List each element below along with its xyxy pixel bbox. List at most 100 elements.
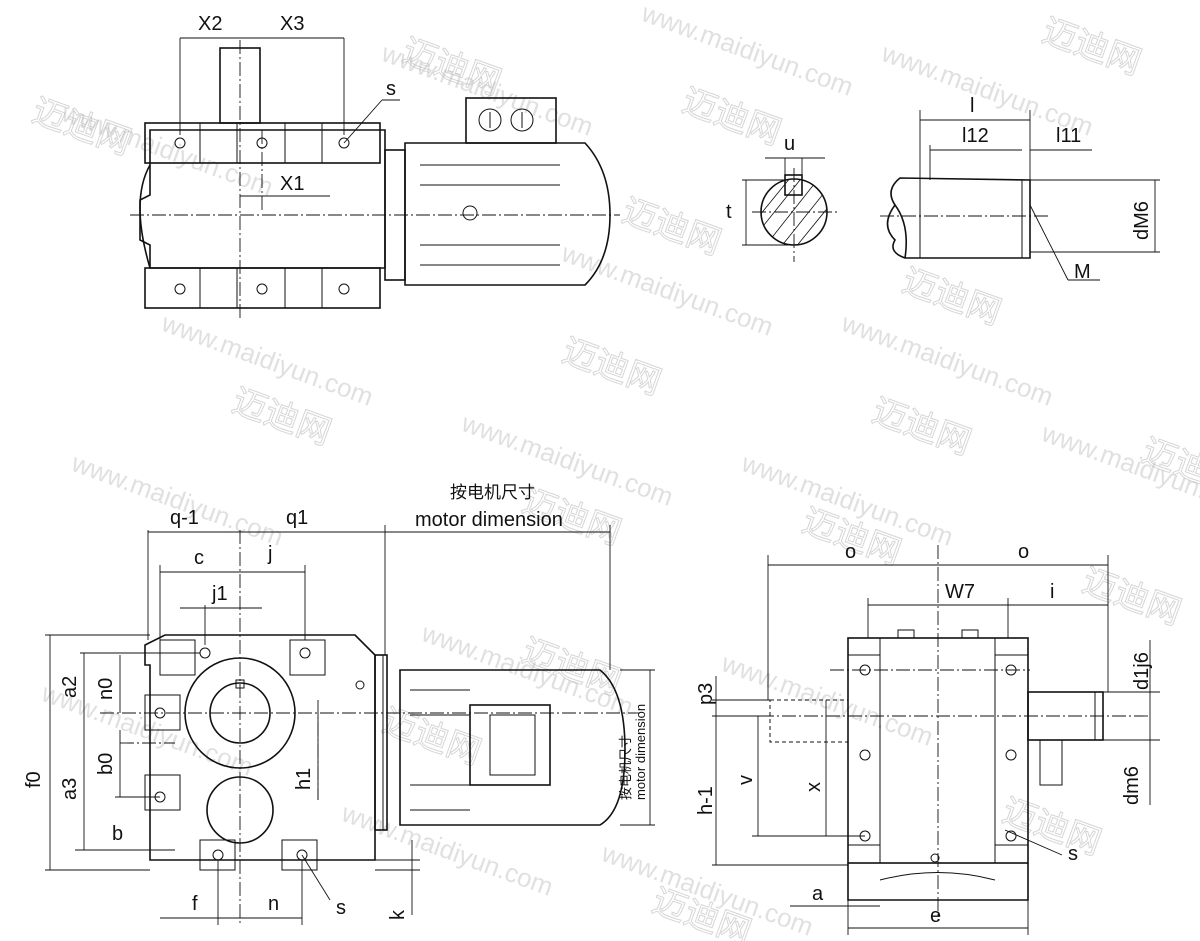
watermark: www.maidiyun.com www.maidiyun.com www.ma… [26,0,1200,941]
label-l: l [970,95,974,117]
motor-adapter [374,654,388,831]
leader-line [1029,204,1069,281]
top-flange [144,122,381,164]
label-dM6: dM6 [1131,201,1153,240]
label-h1: h1 [293,768,315,790]
gearbox-housing [139,129,386,269]
bolt-hole [212,849,224,861]
top-right-view: u t l l12 l11 dM6 M [726,95,1160,283]
foot-boss [281,839,318,871]
leader-line [301,854,331,901]
label-j: j [267,543,272,565]
label-a2: a2 [59,676,81,698]
motor-note-cn-vertical: 按电机尺寸 [618,735,633,800]
watermark-text: www.maidiyun.com [557,237,777,342]
flange-boss [199,122,238,164]
bottom-left-view: 按电机尺寸 motor dimension 按电机尺寸 motor dimens… [23,483,655,925]
flange-boss [284,122,323,164]
watermark-cn: 迈迪网 [557,331,667,403]
label-q1: q1 [286,507,308,529]
terminal-box [465,97,557,144]
top-left-view: X2 X3 X1 s [130,13,620,320]
watermark-text: www.maidiyun.com [637,0,857,102]
bolt-hole [859,749,871,761]
watermark-cn: 迈迪网 [867,391,977,463]
label-h-1: h-1 [695,786,717,815]
housing-lug [961,629,979,639]
bolt-hole [256,283,268,295]
label-l12: l12 [962,125,989,147]
flange-boss [199,267,238,309]
label-s-bottom-right: s [1068,843,1078,865]
bolt-hole [338,283,350,295]
terminal-cover [489,714,536,776]
housing-curve [139,164,151,269]
label-v: v [735,775,757,785]
watermark-cn: 迈迪网 [1077,561,1187,633]
bolt-hole [174,137,186,149]
terminal-icon [478,108,502,132]
hatch [761,179,801,231]
hatch [779,187,827,245]
flange-boss [284,267,323,309]
label-j1: j1 [211,583,228,605]
label-s-top: s [386,78,396,100]
watermark-text: www.maidiyun.com [337,797,557,902]
label-s-bottom-left: s [336,897,346,919]
foot-boss [199,839,236,871]
label-c: c [194,547,204,569]
leader-line [343,99,383,144]
housing-lug [897,629,915,639]
bottom-right-view: o o W7 i p3 h-1 v x d1j6 dm6 s a e [695,541,1160,935]
watermark-text: www.maidiyun.com [67,447,287,552]
label-x: x [803,782,825,792]
label-a: a [812,883,824,905]
vent-mark [355,680,365,690]
label-u: u [784,133,795,155]
label-n0: n0 [95,678,117,700]
base-arch [879,872,996,881]
watermark-cn: 迈迪网 [997,791,1107,863]
bolt-hole [338,137,350,149]
label-t: t [726,201,732,223]
housing-boss [144,694,181,731]
label-n: n [268,893,279,915]
label-M: M [1074,261,1091,283]
watermark-cn: 迈迪网 [677,81,787,153]
watermark-cn: 迈迪网 [897,261,1007,333]
label-o-left: o [845,541,856,563]
label-x1: X1 [280,173,304,195]
watermark-text: www.maidiyun.com [717,647,937,752]
hatch [769,182,816,241]
motor-note-en-vertical: motor dimension [633,704,648,800]
label-p3: p3 [695,683,717,705]
watermark-cn: 迈迪网 [617,191,727,263]
label-b0: b0 [95,753,117,775]
shaft-side [886,177,1031,259]
label-w7: W7 [945,581,975,603]
shaft-boss [1039,739,1063,786]
input-shaft [769,699,849,743]
housing-boss [144,774,181,811]
motor-note-cn: 按电机尺寸 [450,483,535,503]
label-d1j6: d1j6 [1131,652,1153,690]
leader-line [1004,829,1063,856]
label-e: e [930,905,941,927]
bolt-hole [299,647,311,659]
label-i: i [1050,581,1054,603]
shaft-break [894,204,908,259]
right-flange [994,654,1029,846]
label-k: k [387,909,409,920]
motor-body [399,669,626,826]
watermark-cn: 迈迪网 [1037,11,1147,83]
hatch [794,204,827,245]
label-q-1: q-1 [170,507,199,529]
label-f: f [192,893,198,915]
label-o-right: o [1018,541,1029,563]
label-f0: f0 [23,771,45,788]
label-a3: a3 [59,778,81,800]
label-b: b [112,823,123,845]
drain-mark [930,853,940,863]
left-flange [847,654,881,846]
